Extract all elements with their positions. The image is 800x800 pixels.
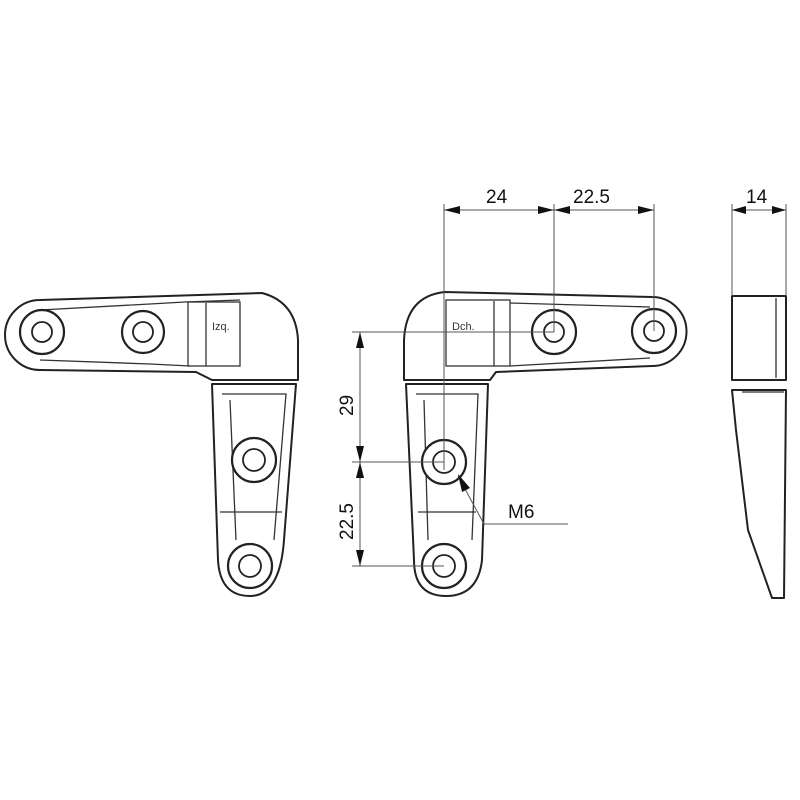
thread-arrow: [458, 474, 470, 492]
dimension-14: 14: [731, 187, 787, 296]
dimension-22-5-vertical: 22.5: [337, 462, 444, 567]
left-hinge: Izq.: [4, 292, 299, 597]
thread-label: M6: [508, 502, 534, 523]
left-arm-hole-1-inner: [31, 321, 53, 343]
left-leg-hole-2-inner: [238, 554, 262, 578]
dim-label-22-5-top: 22.5: [573, 187, 610, 208]
left-hinge-leg: [211, 383, 297, 597]
thread-callout: M6: [457, 474, 568, 525]
left-part-label: Izq.: [212, 321, 230, 333]
arrow-24-left: [444, 206, 460, 214]
dim-label-24: 24: [486, 187, 508, 208]
right-label-panel: [445, 299, 511, 367]
dim-label-14: 14: [746, 187, 768, 208]
arrow-14-right: [772, 206, 786, 214]
left-hinge-leg-inner: [222, 393, 287, 541]
dimension-24: 24: [443, 187, 555, 470]
arrow-29-bottom: [356, 446, 364, 462]
side-view-lower-body: [731, 389, 787, 599]
arrow-22-5v-bottom: [356, 550, 364, 566]
right-hinge: Dch.: [403, 291, 688, 597]
dimension-29: 29: [337, 331, 554, 463]
dimension-22-5-top: 22.5: [554, 187, 655, 331]
right-hinge-arm-inner: [509, 302, 651, 367]
left-hinge-arm-inner: [39, 299, 241, 367]
left-leg-hole-1-inner: [242, 448, 266, 472]
arrow-22-5v-top: [356, 462, 364, 478]
left-arm-hole-2-inner: [132, 321, 154, 343]
arrow-29-top: [356, 332, 364, 348]
dim-label-22-5-vertical: 22.5: [337, 503, 358, 540]
dim-label-29: 29: [337, 395, 358, 416]
arrow-22-5-left: [554, 206, 570, 214]
arrow-22-5-right: [638, 206, 654, 214]
arrow-24-right: [538, 206, 554, 214]
arrow-14-left: [732, 206, 746, 214]
right-hinge-leg: [405, 383, 489, 597]
right-part-label: Dch.: [452, 321, 475, 333]
side-view-top-block: [731, 295, 787, 381]
left-label-panel: [187, 301, 241, 367]
side-view: [731, 295, 787, 599]
